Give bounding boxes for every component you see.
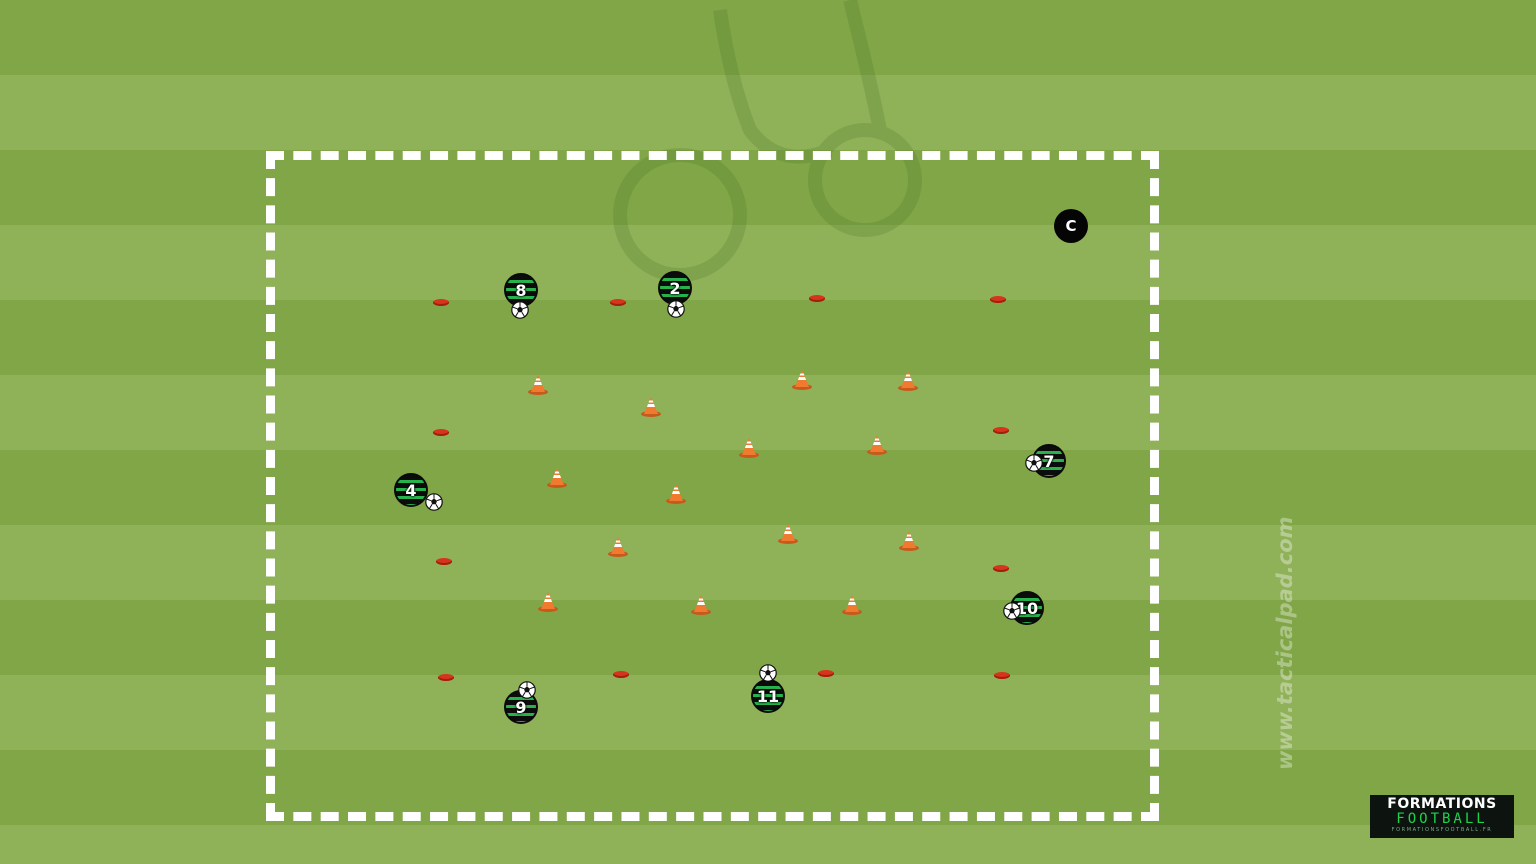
cone-icon	[607, 535, 629, 557]
coach-token[interactable]: C	[1054, 209, 1088, 243]
cone-icon	[841, 593, 863, 615]
cone-icon	[866, 433, 888, 455]
brand-line2: FOOTBALL	[1396, 811, 1488, 827]
cone-icon	[777, 522, 799, 544]
cone-icon	[690, 593, 712, 615]
cone-icon	[738, 436, 760, 458]
player-token[interactable]: 4	[394, 473, 428, 507]
ball-icon[interactable]	[518, 681, 536, 699]
brand-line1: FORMATIONS	[1387, 796, 1497, 812]
cone-icon	[898, 529, 920, 551]
coach-label: C	[1065, 217, 1077, 235]
cone-icon	[527, 373, 549, 395]
ball-icon[interactable]	[1025, 454, 1043, 472]
cone-icon	[791, 368, 813, 390]
marker-disc	[993, 565, 1009, 572]
marker-disc	[993, 427, 1009, 434]
marker-disc	[809, 295, 825, 302]
marker-disc	[438, 674, 454, 681]
cone-icon	[537, 590, 559, 612]
cone-icon	[665, 482, 687, 504]
player-number: 10	[1015, 598, 1039, 618]
cone-icon	[640, 395, 662, 417]
drill-area-boundary	[266, 151, 1159, 821]
cone-icon	[897, 369, 919, 391]
marker-disc	[436, 558, 452, 565]
player-token[interactable]: 11	[751, 679, 785, 713]
ball-icon[interactable]	[511, 301, 529, 319]
player-number: 7	[1043, 451, 1055, 471]
player-number: 8	[515, 280, 527, 300]
marker-disc	[994, 672, 1010, 679]
ball-icon[interactable]	[1003, 602, 1021, 620]
brand-logo: FORMATIONS FOOTBALL FORMATIONSFOOTBALL.F…	[1370, 795, 1514, 838]
marker-disc	[613, 671, 629, 678]
marker-disc	[433, 429, 449, 436]
player-number: 9	[515, 697, 527, 717]
ball-icon[interactable]	[759, 664, 777, 682]
player-number: 2	[669, 278, 681, 298]
marker-disc	[610, 299, 626, 306]
ball-icon[interactable]	[667, 300, 685, 318]
marker-disc	[818, 670, 834, 677]
brand-line3: FORMATIONSFOOTBALL.FR	[1391, 827, 1493, 833]
ball-icon[interactable]	[425, 493, 443, 511]
player-number: 11	[756, 686, 780, 706]
tacticalpad-watermark: www.tacticalpad.com	[1273, 516, 1297, 770]
marker-disc	[433, 299, 449, 306]
player-number: 4	[405, 480, 417, 500]
marker-disc	[990, 296, 1006, 303]
cone-icon	[546, 466, 568, 488]
